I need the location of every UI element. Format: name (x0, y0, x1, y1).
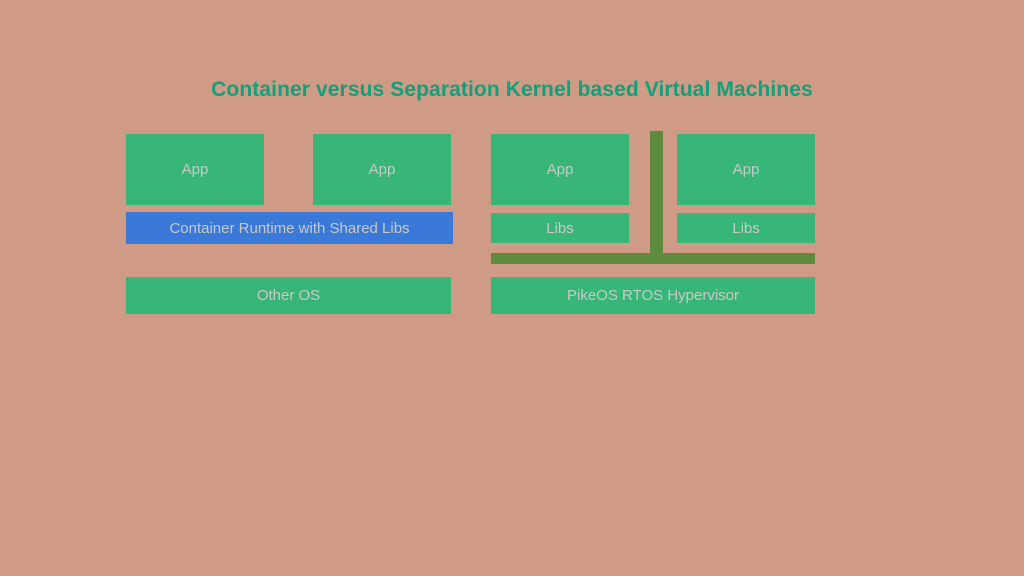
partition-app-box-2: App (677, 134, 815, 205)
separation-kernel-vertical-bar (650, 131, 663, 256)
partition-app-box-1: App (491, 134, 629, 205)
pikeos-hypervisor-bar: PikeOS RTOS Hypervisor (491, 277, 815, 314)
separation-kernel-horizontal-bar (491, 253, 815, 264)
partition-libs-box-1: Libs (491, 213, 629, 243)
container-app-box-1: App (126, 134, 264, 205)
container-runtime-bar: Container Runtime with Shared Libs (126, 212, 453, 244)
slide-title: Container versus Separation Kernel based… (211, 78, 813, 101)
container-app-box-2: App (313, 134, 451, 205)
partition-libs-box-2: Libs (677, 213, 815, 243)
other-os-bar: Other OS (126, 277, 451, 314)
